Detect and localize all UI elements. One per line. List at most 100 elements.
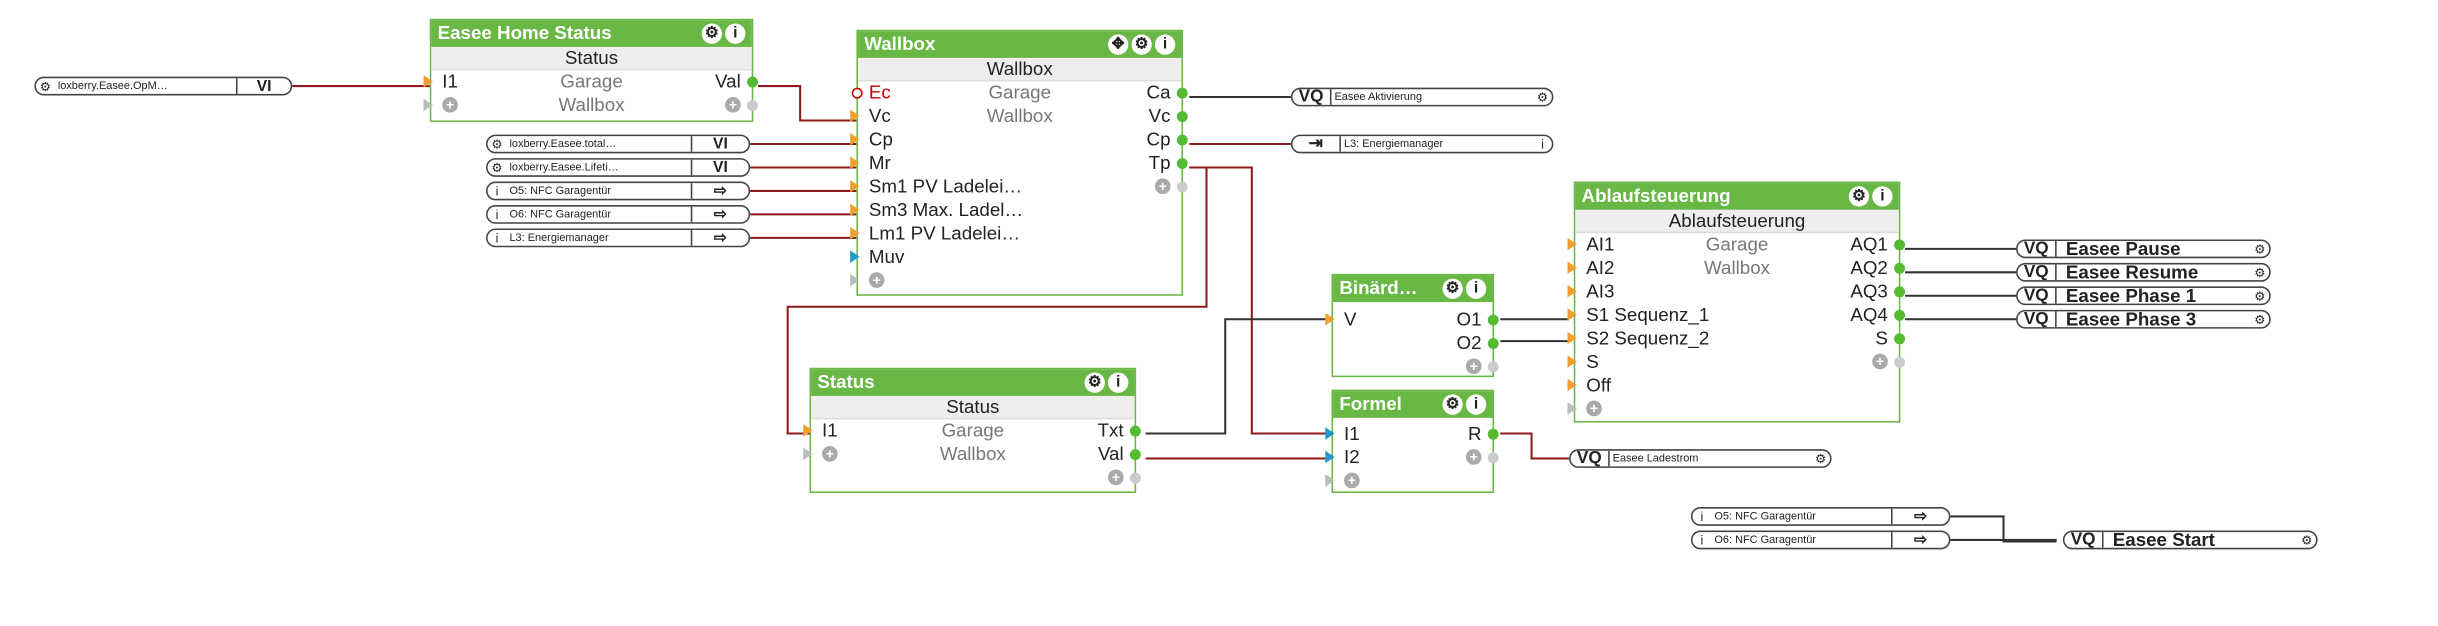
input-pin-marker[interactable] bbox=[1567, 308, 1577, 321]
input-pin-marker[interactable] bbox=[1567, 261, 1577, 274]
output-pin-marker[interactable] bbox=[1894, 309, 1906, 321]
plus-icon[interactable]: + bbox=[1108, 469, 1124, 486]
input-pin-marker[interactable] bbox=[1567, 355, 1577, 368]
output-pin-marker[interactable] bbox=[1176, 87, 1188, 99]
output-pin-marker[interactable] bbox=[1129, 472, 1141, 484]
ref-o6-nfc-garagentuer[interactable]: i O6: NFC Garagentür ⇨ bbox=[486, 205, 751, 224]
input-pin-marker[interactable] bbox=[850, 156, 860, 170]
ref-l3-energiemanager[interactable]: i L3: Energiemanager ⇨ bbox=[486, 228, 751, 248]
block-formel[interactable]: Formel ⚙i I1 R I2 + + bbox=[1325, 389, 1499, 493]
ref-o5-nfc-garagentuer-2[interactable]: i O5: NFC Garagentür ⇨ bbox=[1690, 507, 1951, 526]
input-pin-marker[interactable] bbox=[851, 87, 863, 99]
input-pin-label: Off bbox=[1586, 374, 1611, 396]
ref-easee-pause[interactable]: VQ Easee Pause ⚙ bbox=[2016, 239, 2271, 259]
input-pin-marker[interactable] bbox=[1567, 237, 1577, 251]
output-pin-marker[interactable] bbox=[1176, 111, 1188, 123]
block-wallbox[interactable]: Wallbox ✥⚙i Wallbox Garage Ec Ca Wallbox… bbox=[850, 29, 1188, 296]
input-pin-marker[interactable] bbox=[803, 424, 813, 437]
info-icon[interactable]: i bbox=[1465, 394, 1487, 415]
info-icon[interactable]: i bbox=[1872, 186, 1893, 207]
ref-easee-start[interactable]: VQ Easee Start ⚙ bbox=[2062, 530, 2318, 550]
ref-easee-phase-1[interactable]: VQ Easee Phase 1 ⚙ bbox=[2016, 286, 2271, 306]
output-pin-marker[interactable] bbox=[1487, 452, 1499, 464]
input-pin-marker[interactable] bbox=[1567, 331, 1577, 345]
input-pin-marker[interactable] bbox=[850, 226, 860, 240]
plus-icon[interactable]: + bbox=[868, 272, 885, 288]
ref-easee-ladestrom[interactable]: VQ Easee Ladestrom ⚙ bbox=[1569, 449, 1832, 468]
input-pin-marker[interactable] bbox=[1567, 402, 1577, 415]
output-pin-marker[interactable] bbox=[1894, 333, 1906, 345]
wire-home-val-to-wallbox-vc bbox=[757, 85, 857, 122]
info-icon[interactable]: i bbox=[1108, 372, 1129, 393]
ref-o5-nfc-garagentuer[interactable]: i O5: NFC Garagentür ⇨ bbox=[486, 181, 751, 201]
gear-icon[interactable]: ⚙ bbox=[1131, 34, 1152, 55]
output-pin-marker[interactable] bbox=[1487, 361, 1499, 373]
output-pin-marker[interactable] bbox=[1176, 134, 1188, 146]
info-icon[interactable]: i bbox=[1465, 278, 1487, 299]
plus-icon[interactable]: + bbox=[1586, 400, 1602, 417]
input-pin-marker[interactable] bbox=[1325, 450, 1335, 464]
output-pin-marker[interactable] bbox=[747, 76, 758, 88]
output-pin-marker[interactable] bbox=[747, 100, 758, 112]
input-pin-marker[interactable] bbox=[1567, 284, 1577, 298]
info-icon[interactable]: i bbox=[1154, 34, 1176, 55]
input-pin-marker[interactable] bbox=[1567, 378, 1577, 392]
ref-easee-opm[interactable]: ⚙ loxberry.Easee.OpM… VI bbox=[34, 76, 293, 96]
ref-type: VQ bbox=[2018, 311, 2057, 327]
output-pin-label: Cp bbox=[1146, 128, 1171, 151]
plus-icon[interactable]: + bbox=[1872, 353, 1888, 370]
input-pin-marker[interactable] bbox=[850, 273, 860, 287]
input-pin-label: I1 bbox=[1344, 422, 1360, 445]
output-pin-marker[interactable] bbox=[1129, 425, 1141, 437]
output-pin-marker[interactable] bbox=[1487, 314, 1499, 326]
plus-icon[interactable]: + bbox=[442, 97, 458, 113]
block-room: Garage bbox=[560, 70, 623, 93]
output-pin-marker[interactable] bbox=[1487, 338, 1499, 349]
ref-l3-energiemanager-out[interactable]: ⇥ L3: Energiemanager i bbox=[1290, 134, 1554, 154]
plus-icon[interactable]: + bbox=[1344, 472, 1360, 489]
block-ablaufsteuerung[interactable]: Ablaufsteuerung ⚙i Ablaufsteuerung Garag… bbox=[1567, 181, 1906, 423]
output-pin-marker[interactable] bbox=[1129, 449, 1141, 461]
input-pin-marker[interactable] bbox=[1325, 474, 1335, 487]
gear-icon[interactable]: ⚙ bbox=[1442, 394, 1463, 415]
ref-easee-resume[interactable]: VQ Easee Resume ⚙ bbox=[2016, 262, 2271, 282]
output-pin-marker[interactable] bbox=[1487, 428, 1499, 440]
gear-icon[interactable]: ⚙ bbox=[701, 23, 723, 44]
input-pin-marker[interactable] bbox=[1325, 313, 1335, 326]
output-pin-marker[interactable] bbox=[1894, 262, 1906, 274]
ref-o6-nfc-garagentuer-2[interactable]: i O6: NFC Garagentür ⇨ bbox=[1690, 530, 1951, 550]
input-pin-marker[interactable] bbox=[803, 447, 813, 461]
input-pin-marker[interactable] bbox=[1325, 427, 1335, 440]
output-pin-marker[interactable] bbox=[1176, 181, 1188, 193]
block-binaerdecoder[interactable]: Binärd… ⚙i V O1 O2 + bbox=[1325, 273, 1499, 378]
ref-easee-phase-3[interactable]: VQ Easee Phase 3 ⚙ bbox=[2016, 309, 2271, 329]
move-icon[interactable]: ✥ bbox=[1108, 34, 1129, 55]
input-pin-marker[interactable] bbox=[423, 98, 433, 112]
plus-icon[interactable]: + bbox=[725, 97, 741, 113]
input-pin-marker[interactable] bbox=[850, 179, 860, 193]
input-pin-marker[interactable] bbox=[850, 133, 860, 146]
ref-easee-total[interactable]: ⚙ loxberry.Easee.total… VI bbox=[486, 134, 751, 154]
gear-icon[interactable]: ⚙ bbox=[1442, 278, 1463, 299]
ref-easee-lifeti[interactable]: ⚙ loxberry.Easee.Lifeti… VI bbox=[486, 158, 751, 177]
plus-icon[interactable]: + bbox=[1465, 358, 1482, 375]
input-pin-marker[interactable] bbox=[850, 203, 860, 216]
info-icon[interactable]: i bbox=[725, 23, 746, 44]
ref-easee-aktivierung[interactable]: VQ Easee Aktivierung ⚙ bbox=[1290, 87, 1554, 107]
gear-icon[interactable]: ⚙ bbox=[1084, 372, 1105, 393]
output-pin-marker[interactable] bbox=[1176, 158, 1188, 170]
input-pin-marker[interactable] bbox=[850, 109, 860, 123]
plus-icon[interactable]: + bbox=[822, 446, 838, 462]
output-pin-marker[interactable] bbox=[1894, 286, 1906, 298]
gear-icon[interactable]: ⚙ bbox=[1848, 186, 1870, 207]
output-pin-marker[interactable] bbox=[1894, 356, 1906, 368]
plus-icon[interactable]: + bbox=[1465, 449, 1482, 465]
input-pin-marker[interactable] bbox=[423, 75, 433, 88]
output-pin-marker[interactable] bbox=[1894, 239, 1906, 251]
input-pin-marker[interactable] bbox=[850, 250, 860, 263]
block-status[interactable]: Status ⚙i Status Garage I1 Txt Wallbox +… bbox=[803, 367, 1141, 493]
plus-icon[interactable]: + bbox=[1154, 178, 1171, 195]
input-pin-label: I2 bbox=[1344, 446, 1360, 468]
block-easee-home-status[interactable]: Easee Home Status ⚙i Status Garage I1 Va… bbox=[423, 18, 758, 123]
